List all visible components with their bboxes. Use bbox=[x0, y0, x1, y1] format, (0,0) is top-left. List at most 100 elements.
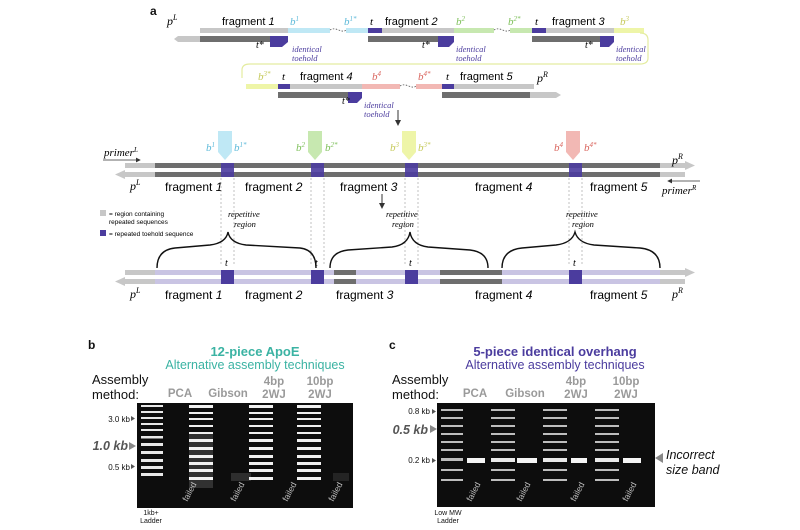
size-0-8kb: 0.8 kb bbox=[408, 407, 430, 416]
svg-text:identical: identical bbox=[292, 44, 322, 54]
lane-label-10bp-b: 10bp 2WJ bbox=[306, 376, 334, 401]
svg-text:fragment 1: fragment 1 bbox=[165, 288, 222, 302]
svg-text:b4*: b4* bbox=[418, 70, 431, 83]
svg-text:t: t bbox=[409, 258, 412, 269]
lane-label-4bp-b: 4bp 2WJ bbox=[262, 376, 286, 401]
svg-text:fragment 2: fragment 2 bbox=[245, 180, 303, 194]
svg-text:fragment 4: fragment 4 bbox=[475, 180, 533, 194]
toehold-t-star-2 bbox=[438, 36, 454, 42]
frag4-bottom-strand bbox=[278, 92, 348, 98]
svg-text:t*: t* bbox=[585, 40, 593, 51]
fragment3-label-row1: fragment 3 bbox=[552, 16, 605, 28]
svg-text:t: t bbox=[535, 16, 539, 28]
frag3-top-strand bbox=[546, 28, 626, 33]
incorrect-size-band-label: Incorrect size band bbox=[666, 448, 720, 477]
row2-fragments bbox=[246, 84, 561, 103]
svg-text:primerR: primerR bbox=[661, 184, 697, 197]
svg-text:b3: b3 bbox=[390, 141, 400, 154]
svg-text:t: t bbox=[315, 258, 318, 269]
size-1kb: 1.0 kb bbox=[92, 439, 128, 453]
svg-text:b1: b1 bbox=[206, 141, 215, 154]
frag2-bottom-strand bbox=[368, 36, 438, 42]
svg-text:identical: identical bbox=[456, 44, 486, 54]
svg-text:pL: pL bbox=[129, 286, 141, 301]
toehold-t-star-1 bbox=[270, 36, 288, 42]
lane-label-gibson-b: Gibson bbox=[208, 388, 248, 400]
frag5-bottom-strand bbox=[442, 92, 530, 98]
svg-text:repetitive: repetitive bbox=[228, 209, 260, 219]
panel-letter-b: b bbox=[88, 338, 96, 352]
size-0-2kb: 0.2 kb bbox=[408, 456, 430, 465]
fragment1-label-row1: fragment 1 bbox=[222, 16, 275, 28]
ladder-label-c: Low MW Ladder bbox=[434, 510, 462, 525]
fragment2-label-row1: fragment 2 bbox=[385, 16, 438, 28]
panel-b-assembly-method: Assembly method: bbox=[92, 372, 149, 402]
panel-b-title: 12-piece ApoE bbox=[210, 344, 300, 359]
svg-text:primerL: primerL bbox=[103, 146, 138, 159]
assembled-construct bbox=[103, 131, 700, 184]
gel-image-c: failed failed failed failed bbox=[437, 403, 655, 507]
pL-label-row1: pL bbox=[166, 13, 178, 28]
b3-star-segment bbox=[246, 84, 278, 89]
svg-text:t: t bbox=[370, 16, 374, 28]
row1-fragments bbox=[174, 28, 649, 78]
svg-text:b1: b1 bbox=[290, 15, 299, 28]
pR-segment-row2 bbox=[530, 92, 561, 98]
size-3kb: 3.0 kb bbox=[108, 415, 130, 424]
b2-star-segment bbox=[510, 28, 532, 33]
svg-text:t: t bbox=[225, 258, 228, 269]
toehold-t-2 bbox=[532, 28, 546, 33]
panel-c-assembly-method: Assembly method: bbox=[392, 372, 449, 402]
svg-text:toehold: toehold bbox=[456, 53, 482, 63]
svg-text:fragment 3: fragment 3 bbox=[336, 288, 394, 302]
svg-text:toehold: toehold bbox=[364, 109, 390, 119]
svg-text:pR: pR bbox=[536, 70, 548, 85]
svg-text:pL: pL bbox=[129, 178, 141, 193]
gel-c-bands bbox=[441, 409, 641, 481]
svg-text:b3*: b3* bbox=[418, 141, 431, 154]
panel-b-subtitle: Alternative assembly techniques bbox=[165, 358, 345, 372]
b4-segment bbox=[362, 84, 400, 89]
panel-c-size-ticks bbox=[430, 409, 437, 463]
frag2-top-strand bbox=[382, 28, 467, 33]
frag1-top-strand bbox=[200, 28, 288, 33]
b4-star-segment bbox=[416, 84, 442, 89]
frag1-bottom-strand bbox=[200, 36, 288, 42]
svg-text:b4: b4 bbox=[372, 70, 382, 83]
size-0-5kb-c: 0.5 kb bbox=[392, 423, 428, 437]
svg-text:fragment 2: fragment 2 bbox=[245, 288, 303, 302]
svg-text:repeated sequences: repeated sequences bbox=[109, 219, 169, 226]
lane-label-pca-c: PCA bbox=[462, 388, 488, 400]
svg-text:toehold: toehold bbox=[292, 53, 318, 63]
svg-text:identical: identical bbox=[364, 100, 394, 110]
svg-text:b1*: b1* bbox=[344, 15, 357, 28]
svg-text:t: t bbox=[282, 71, 286, 83]
svg-text:region: region bbox=[234, 219, 256, 229]
svg-text:fragment 5: fragment 5 bbox=[590, 288, 648, 302]
pL-segment-row1 bbox=[174, 36, 200, 42]
panel-c-subtitle: Alternative assembly techniques bbox=[465, 358, 645, 372]
lane-label-4bp-c: 4bp 2WJ bbox=[564, 376, 588, 401]
gel-image-b: failed failed failed failed bbox=[137, 403, 353, 508]
svg-text:repetitive: repetitive bbox=[566, 209, 598, 219]
svg-text:region: region bbox=[572, 219, 594, 229]
assembly-diagram: pL fragment 1 b1 b1* t fragment 2 b2 b2*… bbox=[100, 13, 700, 302]
svg-text:b2*: b2* bbox=[508, 15, 521, 28]
svg-text:pR: pR bbox=[671, 286, 683, 301]
size-0-5kb: 0.5 kb bbox=[108, 463, 130, 472]
svg-text:b4*: b4* bbox=[584, 141, 597, 154]
frag5-top-strand bbox=[454, 84, 534, 89]
svg-text:b3*: b3* bbox=[258, 70, 271, 83]
svg-text:b4: b4 bbox=[554, 141, 564, 154]
svg-text:b1*: b1* bbox=[234, 141, 247, 154]
panel-b-size-ticks bbox=[129, 416, 136, 469]
b1-segment bbox=[288, 28, 330, 33]
svg-text:b3: b3 bbox=[620, 15, 630, 28]
lane-label-pca-b: PCA bbox=[167, 388, 193, 400]
toehold-t-1 bbox=[368, 28, 382, 33]
svg-text:repetitive: repetitive bbox=[386, 209, 418, 219]
panel-c-title: 5-piece identical overhang bbox=[473, 344, 637, 359]
svg-text:toehold: toehold bbox=[616, 53, 642, 63]
svg-text:b2: b2 bbox=[296, 141, 306, 154]
svg-text:t*: t* bbox=[342, 96, 350, 107]
